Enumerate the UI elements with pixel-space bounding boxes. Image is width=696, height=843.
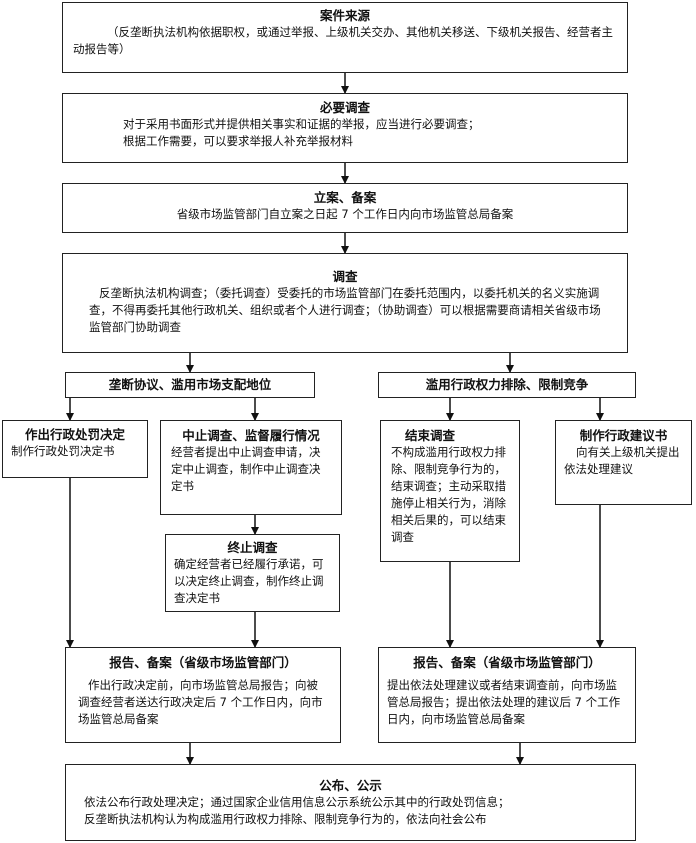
publish-box: 公布、公示 依法公布行政处理决定；通过国家企业信用信息公示系统公示其中的行政处罚… [65, 764, 636, 841]
suspend-investigation-text: 经营者提出中止调查申请，决定中止调查，制作中止调查决定书 [171, 445, 321, 493]
publish-line-1: 依法公布行政处理决定；通过国家企业信用信息公示系统公示其中的行政处罚信息； [84, 795, 510, 809]
end-investigation-text: 不构成滥用行政权力排除、限制竞争行为的，结束调查；主动采取措施停止相关行为，消除… [391, 445, 506, 544]
publish-line-2: 反垄断执法机构认为构成滥用行政权力排除、限制竞争行为的，依法向社会公布 [84, 812, 487, 826]
necessary-investigation-line-1: 对于采用书面形式并提供相关事实和证据的举报，应当进行必要调查； [123, 117, 480, 131]
penalty-decision-text: 制作行政处罚决定书 [11, 444, 115, 458]
penalty-decision-box: 作出行政处罚决定 制作行政处罚决定书 [2, 420, 148, 478]
case-source-title: 案件来源 [319, 8, 370, 23]
necessary-investigation-title: 必要调查 [319, 100, 370, 115]
report-filing-left-box: 报告、备案（省级市场监管部门） 作出行政决定前，向市场监管总局报告；向被调查经营… [65, 647, 341, 743]
report-filing-right-title: 报告、备案（省级市场监管部门） [413, 655, 601, 670]
case-source-box: 案件来源 （反垄断执法机构依据职权，或通过举报、上级机关交办、其他机关移送、下级… [62, 2, 628, 73]
investigation-text: 反垄断执法机构调查；（委托调查）受委托的市场监管部门在委托范围内，以委托机关的名… [89, 286, 601, 334]
report-filing-left-text: 作出行政决定前，向市场监管总局报告；向被调查经营者送达行政决定后 7 个工作日内… [78, 678, 323, 726]
necessary-investigation-box: 必要调查 对于采用书面形式并提供相关事实和证据的举报，应当进行必要调查； 根据工… [62, 93, 628, 163]
filing-title: 立案、备案 [313, 190, 377, 205]
publish-title: 公布、公示 [319, 778, 382, 793]
necessary-investigation-line-2: 根据工作需要，可以要求举报人补充举报材料 [123, 134, 353, 148]
filing-box: 立案、备案 省级市场监管部门自立案之日起 7 个工作日内向市场监管总局备案 [62, 183, 628, 233]
branch-monopoly-agreement-label: 垄断协议、滥用市场支配地位 [108, 377, 272, 392]
administrative-suggestion-box: 制作行政建议书 向有关上级机关提出依法处理建议 [555, 420, 692, 505]
branch-administrative-abuse-label: 滥用行政权力排除、限制竞争 [425, 377, 589, 392]
report-filing-right-text: 提出依法处理建议或者结束调查前，向市场监管总局报告；提出依法处理的建议后 7 个… [387, 678, 621, 726]
administrative-suggestion-text: 向有关上级机关提出依法处理建议 [564, 445, 680, 476]
administrative-suggestion-title: 制作行政建议书 [579, 428, 668, 443]
investigation-box: 调查 反垄断执法机构调查；（委托调查）受委托的市场监管部门在委托范围内，以委托机… [62, 253, 628, 353]
investigation-title: 调查 [332, 269, 358, 284]
branch-administrative-abuse: 滥用行政权力排除、限制竞争 [378, 372, 636, 398]
terminate-investigation-title: 终止调查 [227, 540, 278, 555]
suspend-investigation-box: 中止调查、监督履行情况 经营者提出中止调查申请，决定中止调查，制作中止调查决定书 [160, 420, 342, 515]
report-filing-left-title: 报告、备案（省级市场监管部门） [109, 655, 297, 670]
filing-text: 省级市场监管部门自立案之日起 7 个工作日内向市场监管总局备案 [176, 207, 514, 221]
terminate-investigation-box: 终止调查 确定经营者已经履行承诺，可以决定终止调查，制作终止调查决定书 [165, 534, 340, 612]
report-filing-right-box: 报告、备案（省级市场监管部门） 提出依法处理建议或者结束调查前，向市场监管总局报… [378, 647, 636, 743]
penalty-decision-title: 作出行政处罚决定 [24, 427, 125, 442]
end-investigation-title: 结束调查 [405, 428, 456, 443]
suspend-investigation-title: 中止调查、监督履行情况 [182, 428, 320, 443]
end-investigation-box: 结束调查 不构成滥用行政权力排除、限制竞争行为的，结束调查；主动采取措施停止相关… [380, 420, 520, 562]
terminate-investigation-text: 确定经营者已经履行承诺，可以决定终止调查，制作终止调查决定书 [174, 557, 324, 605]
case-source-text: （反垄断执法机构依据职权，或通过举报、上级机关交办、其他机关移送、下级机关报告、… [73, 25, 613, 56]
branch-monopoly-agreement: 垄断协议、滥用市场支配地位 [65, 372, 315, 398]
